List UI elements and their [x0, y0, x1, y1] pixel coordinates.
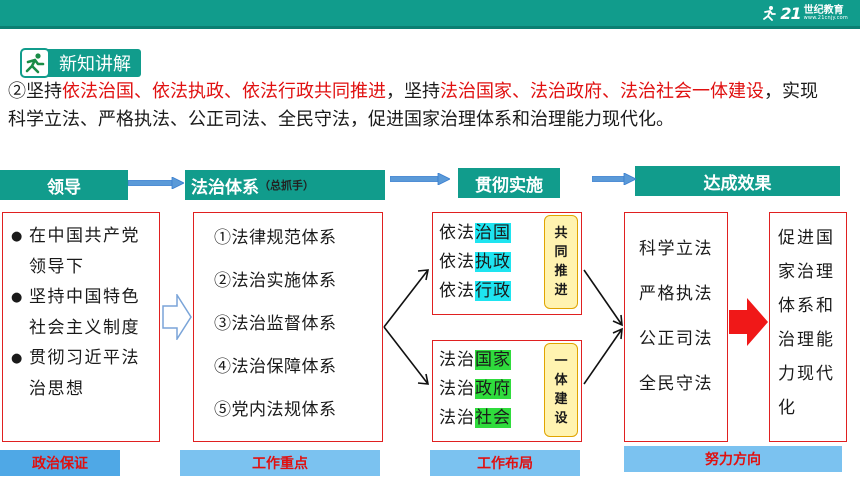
- runner-logo-icon: [763, 6, 777, 21]
- intro-highlight-1: 依法治国、依法执政、依法行政共同推进: [62, 81, 386, 102]
- section-heading: 新知讲解: [20, 48, 170, 78]
- footer-effort-direction: 努力方向: [624, 446, 842, 472]
- arrow-right-icon: [592, 173, 636, 185]
- header-lead: 领导: [0, 170, 128, 200]
- list-item: ④法治保障体系: [214, 357, 337, 377]
- list-item: 法治政府: [439, 379, 511, 399]
- list-item: 依法治国: [439, 223, 511, 243]
- top-banner: [0, 0, 860, 26]
- logo-sub-text: www.21cnjy.com: [803, 14, 848, 21]
- footer-work-layout: 工作布局: [430, 450, 580, 476]
- branch-arrows-icon: [383, 269, 429, 385]
- result-box: 促进国家治理体系和治理能力现代化: [769, 212, 847, 442]
- list-item: 公正司法: [639, 329, 713, 349]
- list-item: ●贯彻习近平法治思想: [11, 343, 153, 404]
- intro-text-3: ，实现科学立法、严格执法、公正司法、全民守法，促进国家治理体系和治理能力现代化。: [8, 81, 818, 130]
- runner-icon: [20, 48, 50, 78]
- list-item: 依法行政: [439, 281, 511, 301]
- footer-political-guarantee: 政治保证: [0, 450, 120, 476]
- list-item: 科学立法: [639, 239, 713, 259]
- top-banner-line: [0, 26, 860, 29]
- list-item: ⑤党内法规体系: [214, 400, 337, 420]
- hollow-arrow-icon: [162, 294, 192, 340]
- list-item: ●坚持中国特色社会主义制度: [11, 282, 153, 343]
- intro-text-2: ，坚持: [386, 81, 440, 102]
- list-item: ③法治监督体系: [214, 314, 337, 334]
- list-item: 依法执政: [439, 252, 511, 272]
- list-item: 严格执法: [639, 284, 713, 304]
- header-system: 法治体系（总抓手）: [185, 170, 385, 200]
- list-item: ●在中国共产党领导下: [11, 221, 153, 282]
- list-item: ②法治实施体系: [214, 271, 337, 291]
- arrow-right-icon: [128, 177, 184, 189]
- intro-paragraph: ②坚持依法治国、依法执政、依法行政共同推进，坚持法治国家、法治政府、法治社会一体…: [8, 78, 818, 134]
- implement-group-promote: 依法治国 依法执政 依法行政 共 同 推 进: [432, 212, 582, 315]
- leadership-box: ●在中国共产党领导下 ●坚持中国特色社会主义制度 ●贯彻习近平法治思想: [2, 212, 160, 442]
- tag-integrated-construction: 一 体 建 设: [544, 343, 578, 437]
- logo-mark: 21: [780, 3, 801, 23]
- converge-arrows-icon: [583, 269, 623, 385]
- header-system-note: （总抓手）: [259, 179, 314, 192]
- intro-highlight-2: 法治国家、法治政府、法治社会一体建设: [440, 81, 764, 102]
- list-item: 全民守法: [639, 374, 713, 394]
- red-arrow-icon: [729, 298, 768, 346]
- list-item: 法治国家: [439, 350, 511, 370]
- list-item: 法治社会: [439, 408, 511, 428]
- tag-joint-promotion: 共 同 推 进: [544, 215, 578, 309]
- site-logo: 21 世纪教育 www.21cnjy.com: [761, 3, 848, 23]
- bullet-icon: ●: [11, 290, 24, 305]
- intro-text-1: ②坚持: [8, 81, 62, 102]
- section-title: 新知讲解: [47, 49, 141, 77]
- bullet-icon: ●: [11, 351, 24, 366]
- implement-group-build: 法治国家 法治政府 法治社会 一 体 建 设: [432, 340, 582, 442]
- effects-box: 科学立法 严格执法 公正司法 全民守法: [624, 212, 728, 442]
- arrow-right-icon: [390, 173, 450, 185]
- header-effect: 达成效果: [635, 166, 840, 196]
- header-implement: 贯彻实施: [458, 168, 560, 198]
- list-item: ①法律规范体系: [214, 228, 337, 248]
- logo-main-text: 世纪教育: [803, 4, 844, 16]
- bullet-icon: ●: [11, 229, 24, 244]
- system-box: ①法律规范体系 ②法治实施体系 ③法治监督体系 ④法治保障体系 ⑤党内法规体系: [193, 212, 383, 442]
- footer-work-focus: 工作重点: [180, 450, 380, 476]
